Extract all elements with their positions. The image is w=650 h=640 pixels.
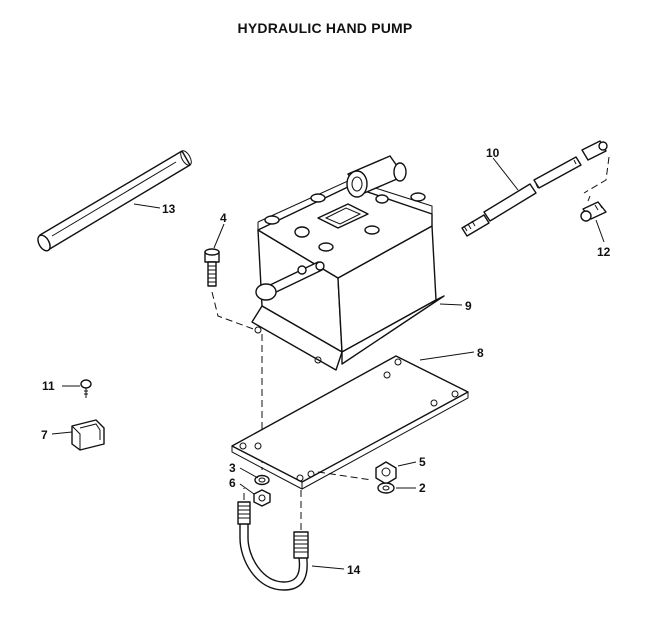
callout-12: 12 — [597, 245, 611, 259]
callout-3: 3 — [229, 461, 236, 475]
callout-5: 5 — [419, 455, 426, 469]
u-bolt — [237, 488, 309, 591]
pump-body — [251, 155, 445, 371]
washer-left — [254, 474, 270, 486]
clip — [71, 419, 105, 451]
callout-6: 6 — [229, 476, 236, 490]
hose-assembly — [461, 140, 610, 237]
callout-13: 13 — [162, 202, 176, 216]
callout-11: 11 — [42, 379, 55, 393]
callout-4: 4 — [220, 211, 227, 225]
lock-nut — [253, 489, 271, 507]
screw — [80, 379, 92, 398]
handle-tube — [37, 150, 192, 252]
washer-right — [377, 482, 395, 494]
callout-9: 9 — [465, 299, 472, 313]
leader-lines — [51, 157, 605, 570]
hex-nut — [375, 461, 397, 485]
diagram-title: HYDRAULIC HAND PUMP — [237, 20, 413, 36]
mounting-plate — [231, 355, 469, 490]
callout-10: 10 — [486, 146, 500, 160]
callout-7: 7 — [41, 428, 48, 442]
callout-14: 14 — [347, 563, 361, 577]
callout-8: 8 — [477, 346, 484, 360]
callout-2: 2 — [419, 481, 426, 495]
fitting — [580, 195, 607, 222]
bolt — [204, 248, 257, 331]
